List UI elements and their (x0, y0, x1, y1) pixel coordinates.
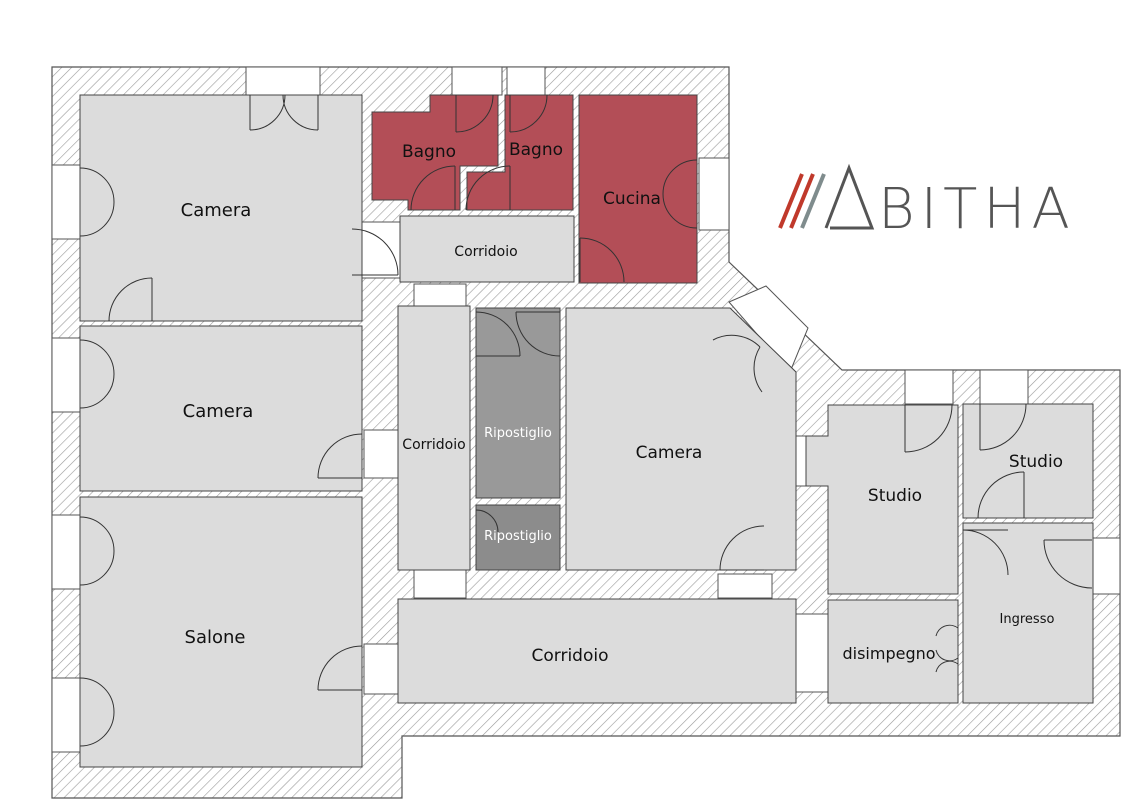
label-studio-2: Studio (1009, 452, 1063, 472)
room-ingresso (962, 522, 1094, 704)
room-bagno-2 (466, 94, 574, 211)
room-salone (79, 496, 363, 768)
label-camera-2: Camera (183, 401, 254, 422)
windows (51, 66, 1121, 753)
label-bagno-2: Bagno (509, 140, 563, 160)
label-corridoio-top: Corridoio (454, 244, 517, 260)
logo-text: BITHA (878, 177, 1076, 242)
room-studio-1 (805, 404, 959, 595)
label-ingresso: Ingresso (1000, 612, 1055, 627)
label-camera-3: Camera (636, 443, 703, 463)
label-studio-1: Studio (868, 486, 922, 506)
room-cucina (578, 94, 698, 284)
label-corridoio-vertical: Corridoio (402, 437, 465, 453)
logo-slashes (778, 173, 826, 229)
room-corridoio-vertical (397, 305, 471, 571)
room-corridoio-top (399, 215, 575, 283)
label-ripostiglio-1: Ripostiglio (484, 426, 552, 441)
label-bagno-1: Bagno (402, 142, 456, 162)
label-camera-1: Camera (181, 200, 252, 221)
label-salone: Salone (185, 627, 246, 648)
abitha-logo: BITHA (778, 163, 1076, 242)
room-ripostiglio-1 (475, 307, 561, 499)
label-disimpegno: disimpegno (842, 644, 935, 663)
room-ripostiglio-2 (475, 504, 561, 571)
logo-delta (824, 163, 875, 230)
room-corridoio-bottom (397, 598, 797, 704)
room-camera-2 (79, 325, 363, 492)
room-camera-3 (565, 307, 797, 571)
label-corridoio-bottom: Corridoio (532, 646, 609, 666)
room-camera-1 (79, 94, 363, 322)
room-bagno-1 (371, 94, 499, 211)
label-cucina: Cucina (603, 189, 661, 209)
room-studio-2 (962, 403, 1094, 519)
door-gaps (361, 221, 829, 695)
door-swings (79, 94, 1093, 747)
label-ripostiglio-2: Ripostiglio (484, 529, 552, 544)
